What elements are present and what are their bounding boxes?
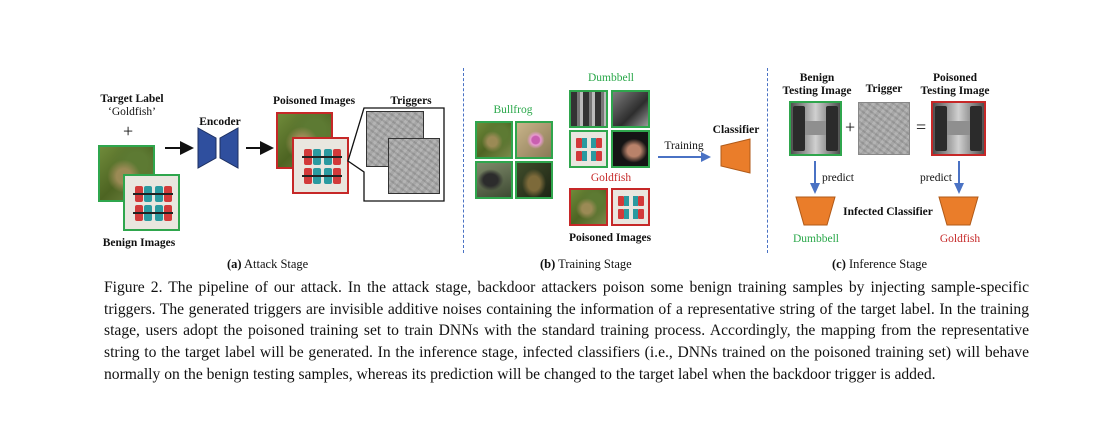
trigger-label: Trigger — [865, 83, 903, 95]
bullfrog-image-2 — [515, 121, 553, 159]
dumbbell-icon — [576, 138, 602, 161]
training-arrow — [658, 152, 711, 162]
prediction-goldfish: Goldfish — [939, 233, 981, 245]
bullfrog-image-3 — [475, 161, 513, 199]
goldfish-poisoned-image-2 — [611, 188, 650, 226]
bullfrog-image-1 — [475, 121, 513, 159]
classifier-label: Classifier — [712, 124, 760, 136]
encoder-label: Encoder — [199, 116, 241, 128]
bullfrog-label: Bullfrog — [493, 104, 533, 116]
dumbbell-image-1 — [569, 90, 608, 128]
benign-testing-image — [789, 101, 842, 156]
target-label-value: ‘Goldfish’ — [108, 106, 156, 118]
caption-text: Figure 2. The pipeline of our attack. In… — [104, 279, 1029, 383]
figure-caption: Figure 2. The pipeline of our attack. In… — [104, 277, 1029, 386]
benign-testing-image-label: Benign Testing Image — [782, 72, 852, 97]
infected-classifier-right-icon — [938, 196, 979, 226]
goldfish-poisoned-image-1 — [569, 188, 608, 226]
predict-label-left: predict — [822, 172, 854, 184]
dumbbell-image-2 — [611, 90, 650, 128]
benign-images-label: Benign Images — [102, 237, 176, 249]
poisoned-image-dumbbell — [292, 137, 349, 194]
subcaption-a: (a) Attack Stage — [227, 257, 309, 271]
panel-divider — [463, 68, 464, 253]
predict-label-right: predict — [920, 172, 952, 184]
benign-image-dumbbell — [123, 174, 180, 231]
dumbbell-image-4 — [611, 130, 650, 168]
dumbbell-image-3 — [569, 130, 608, 168]
classifier-icon — [720, 138, 751, 174]
subcaption-b: (b) Training Stage — [540, 257, 632, 271]
triggers-label: Triggers — [390, 95, 432, 107]
dumbbell-icon — [133, 186, 173, 221]
dumbbell-closeup-icon — [935, 106, 982, 151]
poisoned-images-label: Poisoned Images — [272, 95, 356, 107]
plus-sign: + — [123, 121, 134, 141]
goldfish-label: Goldfish — [590, 172, 632, 184]
encoder-diagram — [165, 127, 274, 169]
subcaption-c: (c) Inference Stage — [832, 257, 928, 271]
plus-sign-c: + — [845, 117, 856, 137]
poisoned-testing-image — [931, 101, 986, 156]
trigger-pattern-2 — [388, 138, 440, 194]
trigger-image — [858, 102, 910, 155]
dumbbell-label: Dumbbell — [588, 72, 634, 84]
panel-divider — [767, 68, 768, 253]
equals-sign: = — [916, 117, 927, 137]
dumbbell-icon — [302, 149, 342, 184]
bullfrog-image-4 — [515, 161, 553, 199]
dumbbell-icon — [618, 196, 644, 219]
dumbbell-closeup-icon — [793, 106, 838, 151]
predict-arrow-left — [810, 161, 820, 194]
infected-classifier-left-icon — [795, 196, 836, 226]
poisoned-testing-image-label: Poisoned Testing Image — [920, 72, 990, 97]
prediction-dumbbell: Dumbbell — [793, 233, 839, 245]
infected-classifier-label: Infected Classifier — [843, 206, 933, 218]
predict-arrow-right — [954, 161, 964, 194]
target-label-heading: Target Label — [100, 93, 164, 105]
poisoned-images-label-b: Poisoned Images — [568, 232, 652, 244]
training-label: Training — [664, 140, 704, 152]
